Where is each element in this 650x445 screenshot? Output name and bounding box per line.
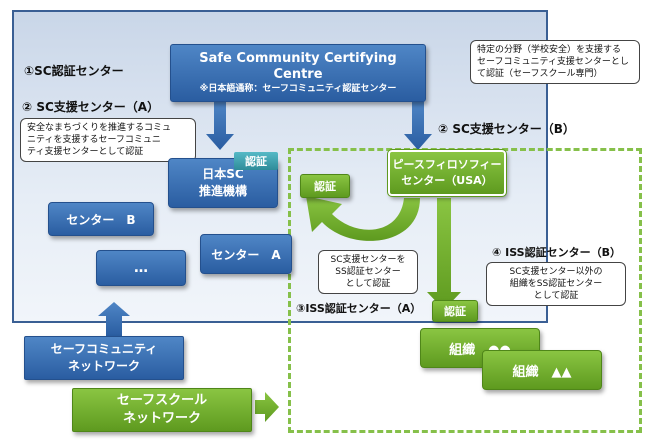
- safe-school-network-box: セーフスクール ネットワーク: [72, 388, 252, 432]
- arrow-to-jsc: [206, 100, 234, 150]
- callout-line: ニティを支援するセーフコミュニ: [27, 135, 161, 145]
- arrow-to-peace: [404, 100, 432, 150]
- scc-note: ※日本語通称：セーフコミュニティ認証センター: [199, 84, 397, 94]
- arrow-school-right: [255, 392, 279, 422]
- callout-line: として認証: [345, 279, 391, 289]
- peace-line-2: センター（USA）: [401, 174, 493, 187]
- callout-line: として認証: [533, 291, 579, 301]
- callout-top-right: 特定の分野（学校安全）を支援する セーフコミュニティ支援センターとし て認証（セ…: [470, 40, 640, 84]
- peace-line-1: ピースフィロソフィー: [392, 158, 502, 171]
- callout-line: て認証（セーフスクール専門）: [477, 69, 603, 79]
- callout-line: 安全なまちづくりを推進するコミュ: [27, 123, 172, 133]
- cert-tag-curve: 認証: [300, 174, 350, 198]
- ss-network-line-2: ネットワーク: [122, 411, 201, 426]
- callout-line: 組織をSS認証センター: [509, 279, 603, 289]
- sc-network-line-1: セーフコミュニティ: [50, 342, 158, 356]
- center-dots-box: …: [96, 250, 186, 286]
- arrow-network-up: [98, 302, 130, 336]
- safe-community-network-box: セーフコミュニティ ネットワーク: [24, 336, 184, 380]
- label-sc-support-b: ② SC支援センター（B）: [438, 122, 575, 136]
- callout-middle: SC支援センターを SS認証センター として認証: [318, 250, 418, 294]
- jsc-line-2: 推進機構: [198, 184, 247, 198]
- scc-title-2: Centre: [273, 67, 323, 82]
- scc-box: Safe Community Certifying Centre ※日本語通称：…: [170, 44, 426, 102]
- label-sc-center-1: ①SC認証センター: [24, 64, 124, 78]
- callout-line: ティ支援センターとして認証: [27, 147, 144, 157]
- callout-line: 特定の分野（学校安全）を支援する: [477, 45, 622, 55]
- callout-right: SC支援センター以外の 組織をSS認証センター として認証: [486, 262, 626, 306]
- safe-school-boundary: [288, 148, 642, 433]
- cert-tag-org: 認証: [432, 300, 478, 322]
- scc-title-1: Safe Community Certifying: [199, 51, 397, 66]
- curved-green-arrow: [306, 196, 420, 241]
- cert-tag-jsc: 認証: [234, 152, 278, 170]
- label-iss-b: ④ ISS認証センター（B）: [492, 246, 621, 259]
- jsc-line-1: 日本SC: [202, 167, 244, 181]
- center-b-box: センター B: [48, 202, 154, 236]
- ss-network-line-1: セーフスクール: [116, 393, 208, 408]
- label-sc-support-a: ② SC支援センター（A）: [22, 100, 160, 114]
- peace-center-box: ピースフィロソフィー センター（USA）: [387, 149, 507, 197]
- callout-line: セーフコミュニティ支援センターとし: [477, 57, 629, 67]
- org-box-2: 組織 ▲▲: [482, 350, 602, 390]
- arrow-to-iss-b: [427, 198, 461, 310]
- callout-line: SS認証センター: [335, 267, 401, 277]
- sc-network-line-2: ネットワーク: [67, 359, 140, 373]
- callout-line: SC支援センター以外の: [509, 267, 603, 277]
- callout-line: SC支援センターを: [330, 255, 406, 265]
- label-iss-a: ③ISS認証センター（A）: [296, 302, 422, 315]
- center-a-box: センター A: [200, 234, 292, 274]
- callout-left: 安全なまちづくりを推進するコミュ ニティを支援するセーフコミュニ ティ支援センタ…: [20, 118, 196, 162]
